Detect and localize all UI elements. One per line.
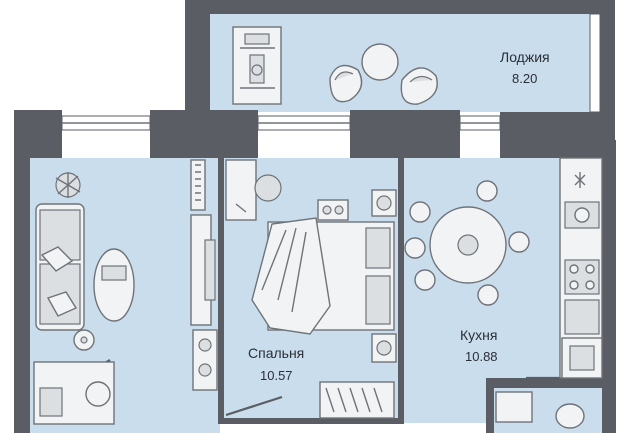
bathroom-wall-left <box>486 378 494 433</box>
floor-lamp-icon <box>73 329 95 351</box>
plant-icon <box>55 172 81 198</box>
top-wall-mid2 <box>350 110 460 158</box>
left-outer-wall <box>14 110 30 433</box>
walls <box>14 0 616 433</box>
dining-table-icon <box>404 180 530 306</box>
tv-unit <box>190 159 216 326</box>
bedroom-left-wall <box>218 158 224 423</box>
washing-machine-icon <box>192 329 218 391</box>
desk-icon <box>33 361 115 425</box>
loggia-side-window <box>589 13 601 113</box>
loggia-door <box>504 116 551 153</box>
bedside-table-icon <box>317 199 349 221</box>
bedroom-bottom-wall <box>218 418 404 424</box>
bedroom-area: 10.57 <box>260 368 293 383</box>
loggia-top-wall <box>185 0 615 14</box>
armchair-icon <box>400 67 438 105</box>
stove-icon <box>564 259 600 335</box>
fridge-icon <box>561 337 603 379</box>
closet-icon <box>319 381 395 419</box>
exercise-machine-icon <box>232 26 282 105</box>
windows <box>61 13 601 131</box>
bedroom-right-wall <box>398 158 404 423</box>
nightstand-icon <box>371 189 397 363</box>
bath-icon <box>495 391 533 423</box>
top-wall-mid1 <box>150 110 258 158</box>
bedroom-name: Спальня <box>248 345 304 361</box>
kitchen-name: Кухня <box>460 327 497 343</box>
coffee-table-icon <box>93 248 135 322</box>
bed-icon <box>251 217 395 335</box>
kitchen-area: 10.88 <box>465 349 498 364</box>
bathroom-wall-top <box>486 378 602 388</box>
loggia-name: Лоджия <box>500 49 550 65</box>
sofa-icon <box>35 203 85 331</box>
wardrobe-icon <box>225 159 282 221</box>
loggia-area: 8.20 <box>512 71 537 86</box>
right-outer-wall <box>602 140 616 433</box>
round-table-icon <box>361 43 399 81</box>
bedroom-door <box>225 395 283 417</box>
loggia-left-wall <box>185 12 210 112</box>
sink-icon <box>564 201 600 229</box>
armchair-icon <box>329 64 363 103</box>
toilet-icon <box>555 403 585 429</box>
labels: Лоджия 8.20 Спальня 10.57 Кухня 10.88 <box>248 49 550 383</box>
